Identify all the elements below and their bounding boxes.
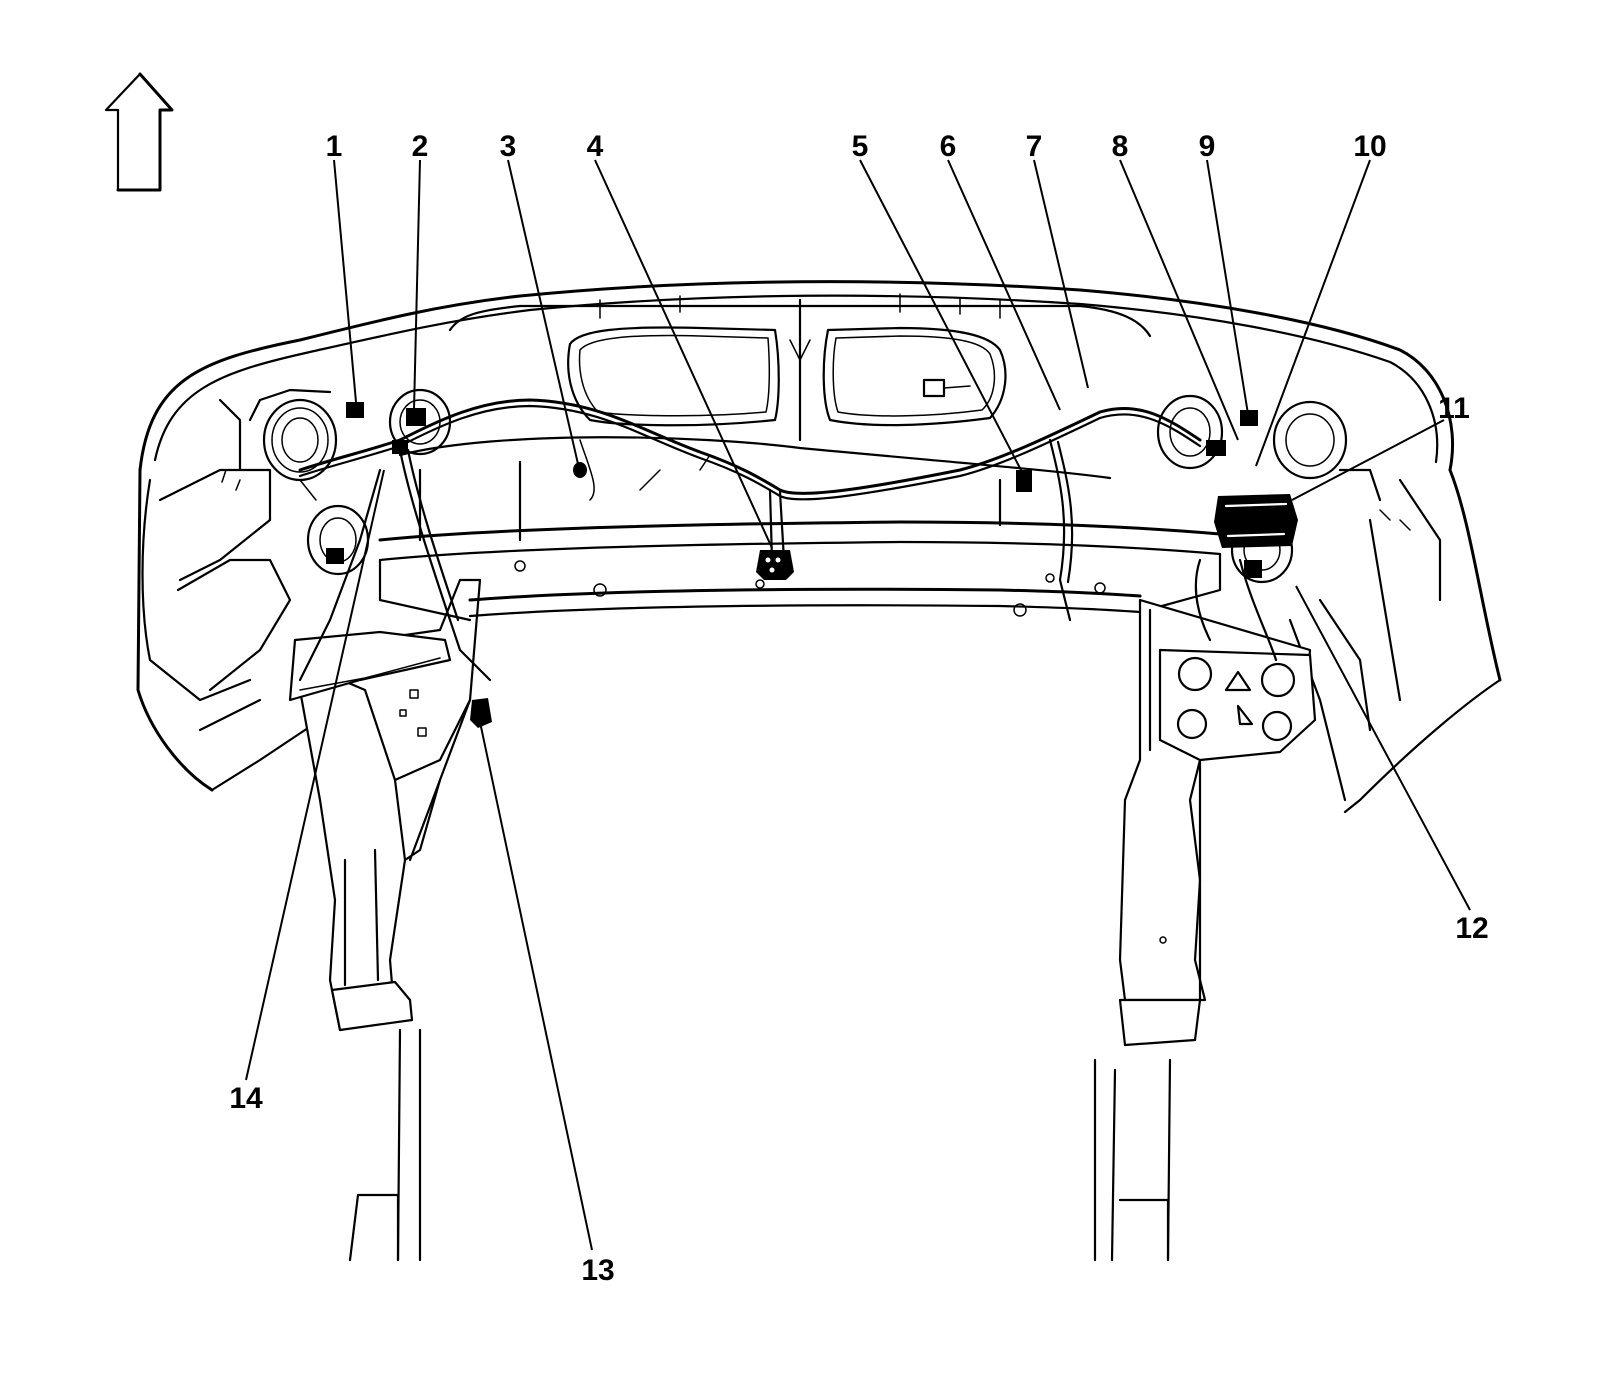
center-grille-v [789,339,811,361]
connector-in-grille [922,378,971,398]
callout-8: 8 [1112,130,1129,163]
callout-3: 3 [500,130,517,163]
callout-labels: 1 2 3 4 5 6 7 8 9 10 11 12 13 14 [229,130,1488,1287]
left-frame-rail [288,578,482,1262]
connector-4 [756,550,794,580]
callout-13: 13 [581,1254,614,1287]
connector-13 [470,698,492,728]
callout-5: 5 [852,130,869,163]
callout-leaders [245,159,1471,1251]
callout-12: 12 [1455,912,1488,945]
left-headlamp-assembly [218,388,452,576]
callout-10: 10 [1353,130,1386,163]
callout-9: 9 [1199,130,1216,163]
callout-6: 6 [940,130,957,163]
connector-3 [573,462,587,478]
callout-11: 11 [1438,392,1470,425]
callout-4: 4 [587,130,604,163]
callout-2: 2 [412,130,429,163]
right-frame-rail [1093,598,1317,1262]
callout-14: 14 [229,1082,263,1115]
up-arrow-icon [104,72,174,192]
front-bumper-fascia [136,280,1502,814]
callout-7: 7 [1026,130,1043,163]
wiring-harness [298,398,1278,682]
grille-opening-right [822,326,1007,427]
connector-5 [1016,470,1032,492]
callout-1: 1 [326,130,343,163]
front-cross-member [378,436,1222,622]
right-headlamp-assembly [1156,394,1411,584]
